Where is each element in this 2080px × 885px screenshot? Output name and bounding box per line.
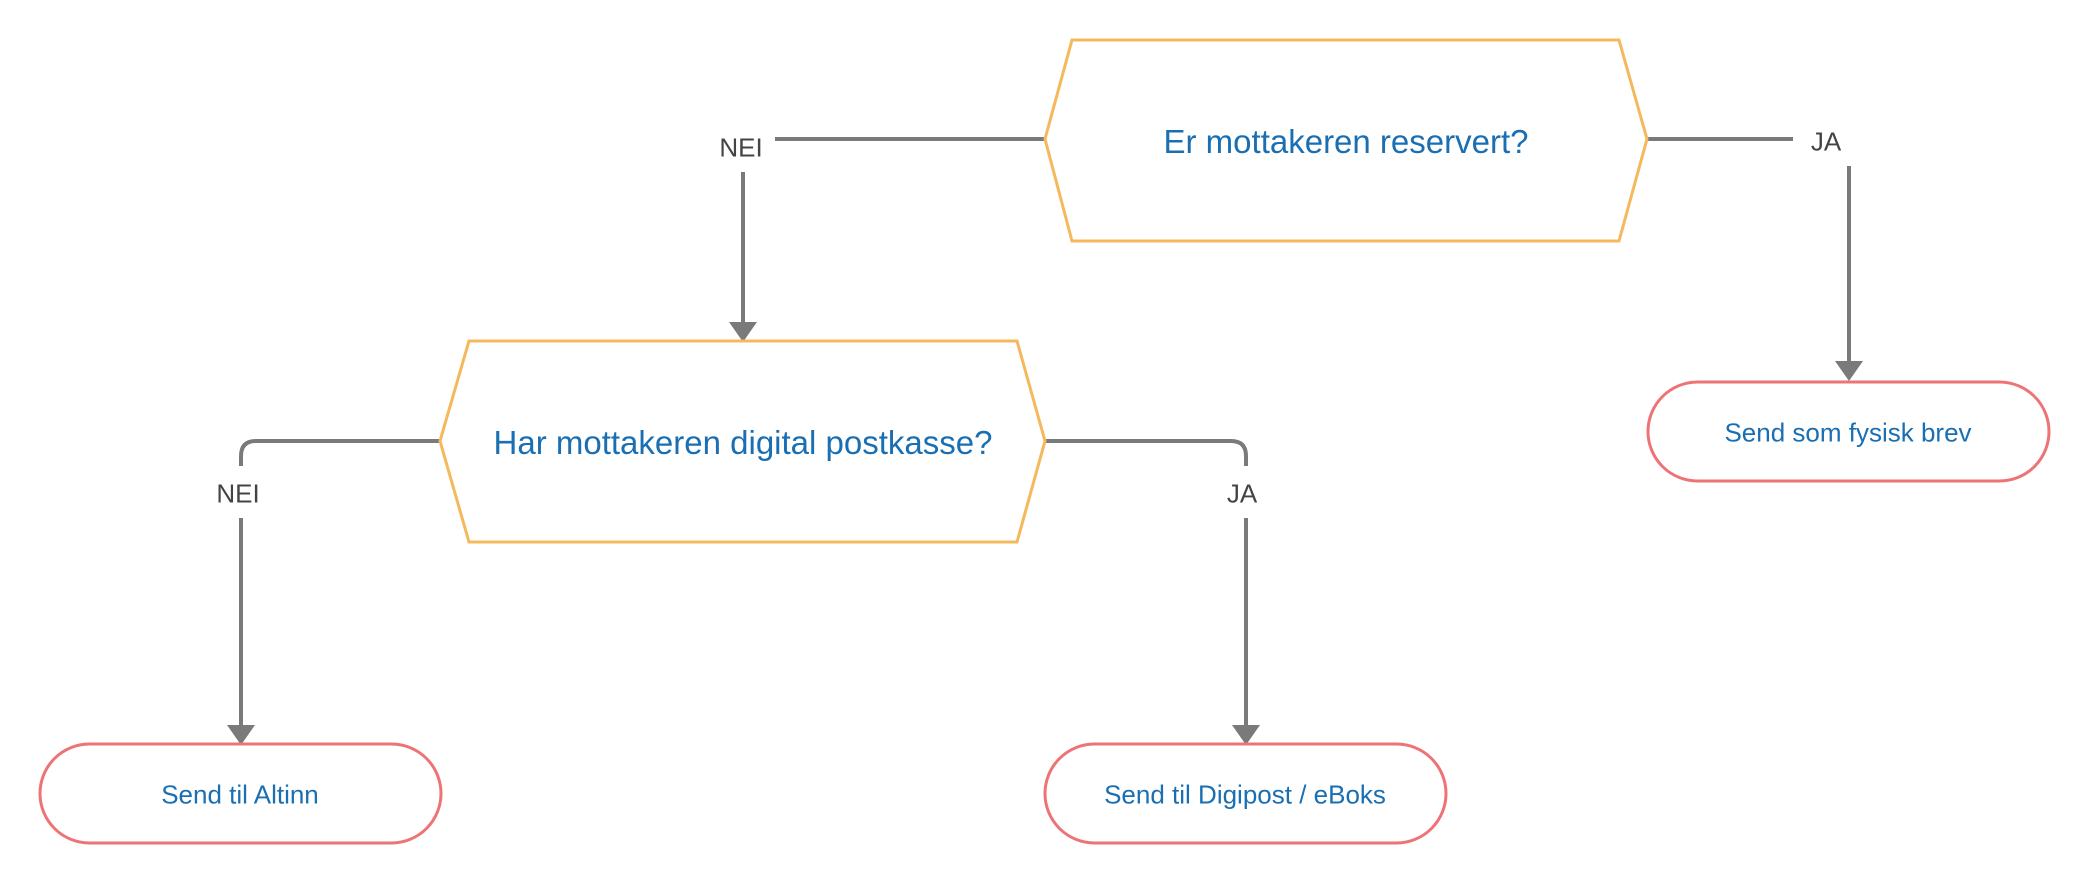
terminal-digipost-shape (1043, 742, 1448, 845)
terminal-altinn-shape (38, 742, 443, 845)
decision-mailbox-label: Har mottakeren digital postkasse? (493, 424, 993, 461)
arrowhead-to-physical-letter (1835, 361, 1863, 381)
edge-label-mailbox-yes: JA (1222, 476, 1262, 512)
outcome-digipost-label: Send til Digipost / eBoks (1104, 779, 1386, 810)
arrowhead-to-digipost (1232, 725, 1260, 745)
edge-label-reserved-yes: JA (1806, 124, 1846, 160)
edge-label-mailbox-no: NEI (212, 476, 264, 512)
arrowhead-to-mailbox-decision (729, 322, 757, 342)
outcome-altinn-label: Send til Altinn (161, 779, 319, 810)
outcome-physical-letter-label: Send som fysisk brev (1724, 417, 1972, 448)
terminal-physical-letter-shape (1646, 380, 2051, 483)
decision-mailbox-shape (438, 339, 1047, 544)
edge-label-reserved-no: NEI (715, 130, 767, 166)
arrowhead-to-altinn (227, 725, 255, 745)
connectors (239, 137, 1851, 725)
decision-reserved-shape (1043, 38, 1649, 243)
arrowheads (227, 322, 1863, 745)
decision-reserved-label: Er mottakeren reservert? (1163, 123, 1529, 160)
connector-mailbox-no (239, 439, 440, 466)
connector-mailbox-yes (1045, 439, 1248, 466)
